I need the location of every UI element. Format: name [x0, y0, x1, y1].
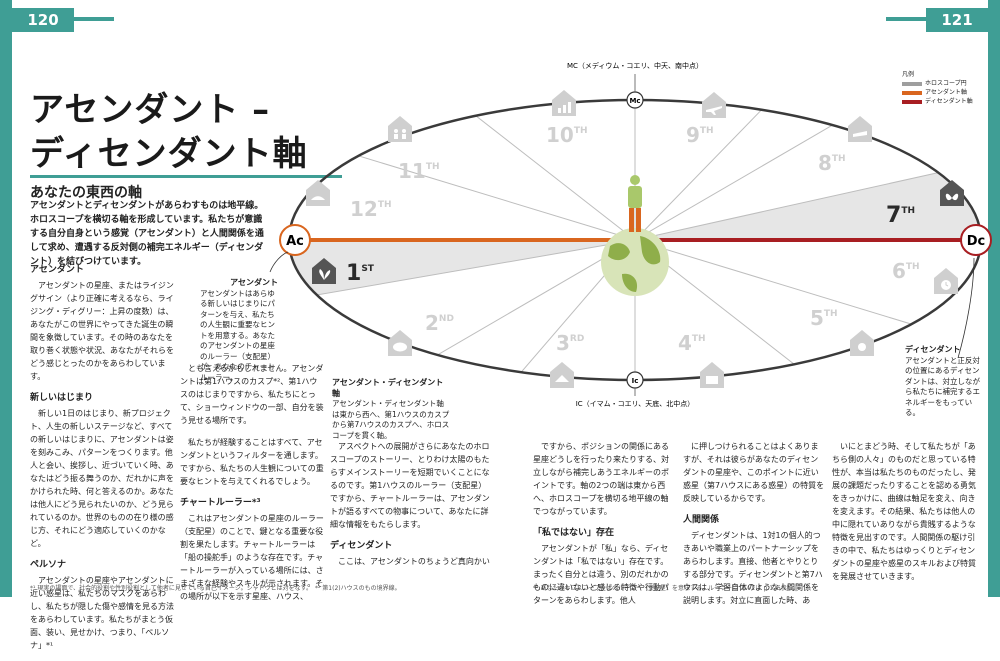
- house-icons: [306, 90, 964, 388]
- group-people-icon: [388, 116, 412, 142]
- clock-icon: [934, 268, 958, 294]
- heading-new-beginnings: 新しいはじまり: [30, 393, 94, 403]
- chart-growth-icon: [552, 90, 576, 116]
- legend-title: 凡例: [902, 71, 915, 78]
- left-edge-bar: [0, 0, 12, 597]
- hands-icon: [306, 180, 330, 206]
- heading-ascendant: アセンダント: [30, 265, 84, 275]
- title-line-1: アセンダント –: [30, 90, 271, 130]
- workplace-icon: [850, 330, 874, 356]
- top-rule-left: [74, 17, 114, 21]
- house-number-10: 10TH: [546, 123, 588, 147]
- asc-callout: アセンダント アセンダントはあらゆる新しいはじまりにパターンを与え、私たちの人生…: [200, 278, 278, 382]
- section-subtitle: あなたの東西の軸: [30, 185, 142, 201]
- legend-item-3: ディセンダント軸: [902, 97, 973, 106]
- ic-label: Ic: [632, 377, 639, 385]
- axis-callout: アセンダント・ディセンダント軸 アセンダント・ディセンダント軸は東から西へ、第1…: [332, 378, 450, 440]
- family-house-icon: [700, 362, 724, 388]
- house-number-12: 12TH: [350, 197, 392, 221]
- plant-house-icon: [312, 258, 336, 284]
- body-column-3: アスペクトへの展開がさらにあなたのホロスコープのストーリー、とりわけ太陽のもたら…: [330, 442, 490, 566]
- lead-paragraph: アセンダントとディセンダントがあらわすものは地平線。ホロスコープを横切る軸を形成…: [30, 201, 264, 267]
- desc-pointer: [957, 257, 975, 359]
- house-number-1: 1ST: [346, 261, 375, 286]
- ac-marker: [279, 224, 311, 256]
- house-number-9: 9TH: [686, 123, 714, 147]
- house-number-6: 6TH: [892, 259, 920, 283]
- page-number-left: 120: [12, 8, 74, 32]
- handshake-icon: [848, 116, 872, 142]
- title-rule: [30, 175, 342, 178]
- right-edge-bar: [988, 0, 1000, 597]
- house-number-8: 8TH: [818, 151, 846, 175]
- house-number-3: 3RD: [556, 331, 584, 355]
- house-number-5: 5TH: [810, 306, 838, 330]
- house-number-7: 7TH: [886, 203, 915, 228]
- desc-callout: ディセンダント アセンダントと正反対の位置にあるディセンダントは、対立しながら私…: [905, 345, 980, 417]
- body-column-6: いにとまどう時、そして私たちが「あちら側の人々」のものだと思っている特性が、本当…: [832, 442, 976, 581]
- title-line-2: ディセンダント軸: [30, 134, 308, 174]
- mc-caption: MC（メディウム・コエリ、中天、南中点）: [567, 61, 703, 70]
- page-title: アセンダント – ディセンダント軸: [30, 88, 308, 176]
- person-figure: [628, 175, 642, 232]
- house-number-11: 11TH: [398, 159, 440, 183]
- heading-relationships: 人間関係: [683, 515, 720, 525]
- house-number-4: 4TH: [678, 331, 706, 355]
- globe-icon: [601, 228, 669, 296]
- ic-caption: IC（イマム・コエリ、天底、北中点）: [576, 399, 695, 408]
- page-number-right: 121: [926, 8, 988, 32]
- dc-label: Dc: [967, 234, 986, 249]
- ac-label: Ac: [286, 234, 304, 249]
- footnote-right: *³ あなたのホロスコープ全体のルーラー（支配星）を意味する。ルーラーについては…: [533, 585, 799, 592]
- heading-not-me: 「私ではない」存在: [533, 528, 615, 538]
- top-rule-right: [886, 17, 926, 21]
- house-icon: [550, 362, 574, 388]
- piggy-bank-icon: [388, 330, 412, 356]
- legend: 凡例 ホロスコープ円 アセンダント軸 ディセンダント軸: [902, 70, 973, 106]
- footnote-left: *¹ 現実の場面で、社会的役割や性別役割として他者に見せている自己イメージ。シャ…: [30, 585, 401, 592]
- house-number-2: 2ND: [425, 311, 454, 335]
- mc-label: Mc: [629, 97, 640, 105]
- horoscope-diagram: 1ST 2ND 3RD 4TH 5TH 6TH 7TH 8TH 9TH 10TH…: [269, 61, 992, 408]
- body-column-1: アセンダント アセンダントの星座、またはライジングサイン（より正確に考えるなら、…: [30, 264, 178, 661]
- dc-marker: [960, 224, 992, 256]
- body-column-4: ですから、ポジションの関係にある星座どうしを行ったり来たりする、対立しながら補完…: [533, 440, 675, 616]
- asc-pointer: [269, 251, 289, 273]
- house-numbers: 1ST 2ND 3RD 4TH 5TH 6TH 7TH 8TH 9TH 10TH…: [346, 123, 920, 355]
- heading-persona: ペルソナ: [30, 560, 67, 570]
- butterfly-icon: [940, 180, 964, 206]
- legend-item-2: アセンダント軸: [902, 88, 973, 97]
- heading-descendant: ディセンダント: [330, 541, 393, 551]
- airplane-icon: [702, 92, 726, 118]
- heading-chart-ruler: チャートルーラー*³: [180, 498, 261, 508]
- legend-item-1: ホロスコープ円: [902, 79, 973, 88]
- body-column-2: とも言えるかもしれません。アセンダントは第1ハウスのカスプ*²、第1ハウスのはじ…: [180, 364, 324, 601]
